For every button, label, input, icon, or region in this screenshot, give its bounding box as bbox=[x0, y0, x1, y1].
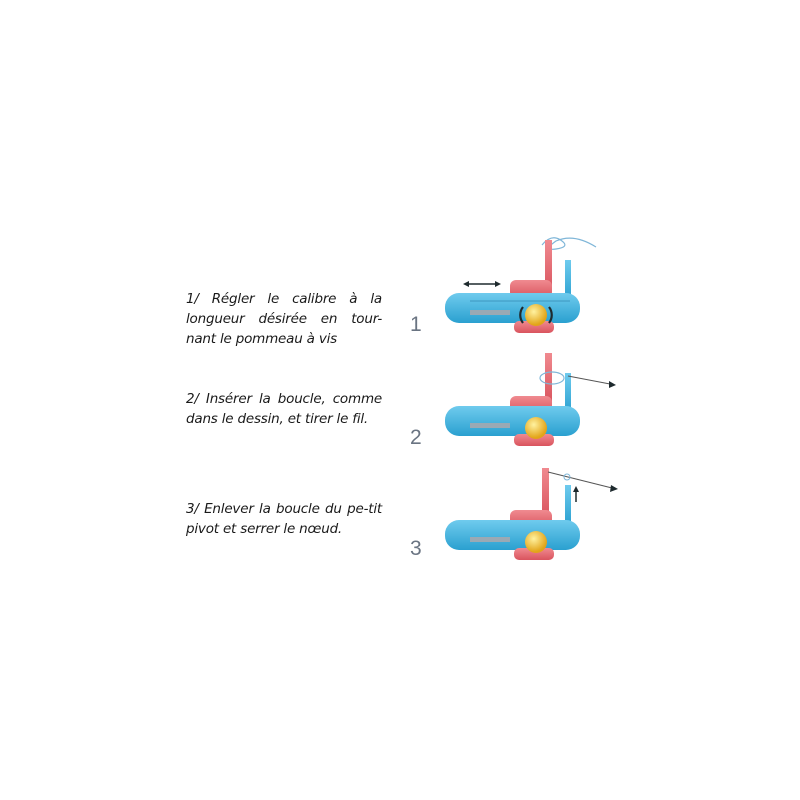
step-1-number: 1 bbox=[410, 313, 422, 336]
knot-tool-figure-1 bbox=[445, 237, 597, 333]
step-3-text: 3/ Enlever la boucle du pe-tit pivot et … bbox=[186, 501, 382, 537]
step-1-text: 1/ Régler le calibre à la longueur désir… bbox=[186, 291, 382, 347]
step-2-text: 2/ Insérer la boucle, comme dans le dess… bbox=[186, 391, 382, 427]
step-3-number: 3 bbox=[410, 537, 422, 560]
knot-tool-figure-3 bbox=[445, 468, 618, 560]
step-2-number: 2 bbox=[410, 426, 422, 449]
knot-tool-figure-2 bbox=[445, 353, 616, 446]
